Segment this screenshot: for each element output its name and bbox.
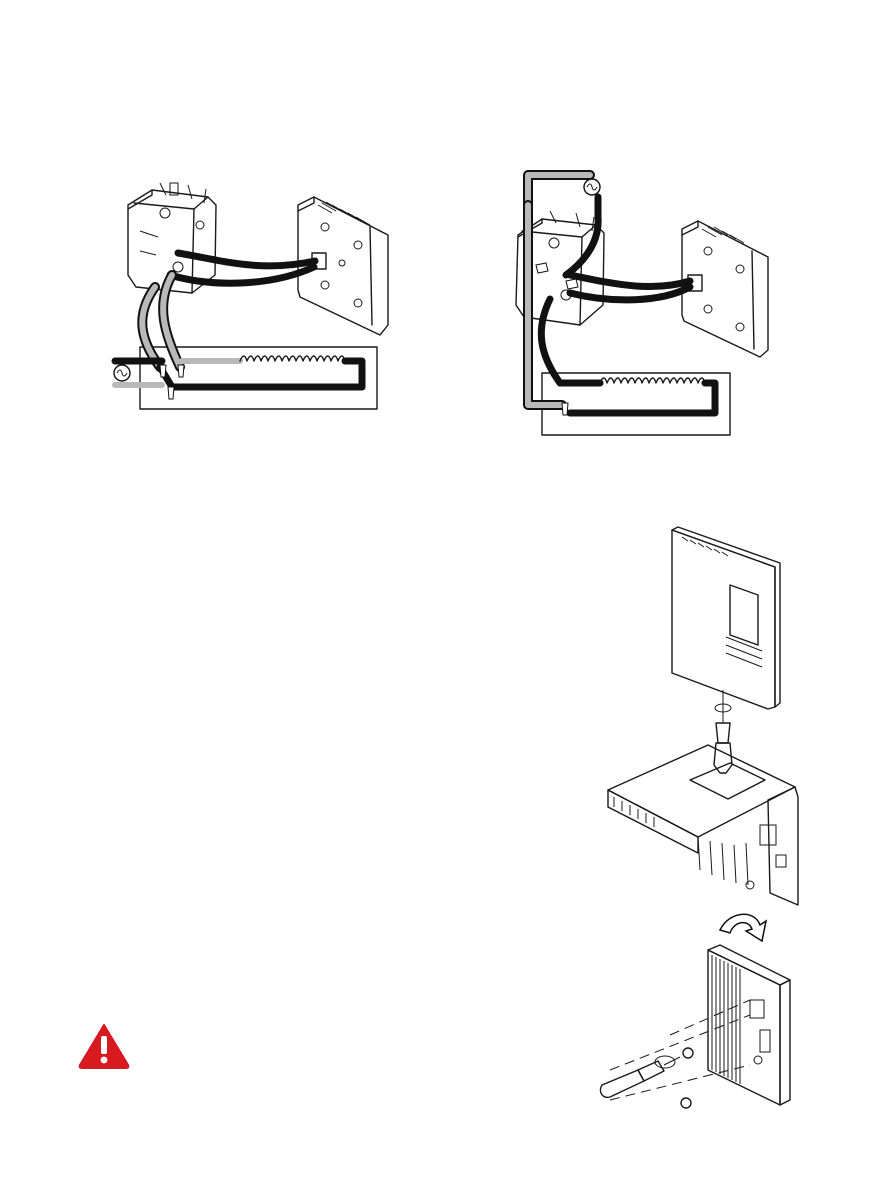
thermostat-wall-base	[708, 945, 790, 1105]
heating-element-coil	[240, 356, 345, 361]
screwdriver-icon	[714, 690, 732, 773]
screwdriver-icon	[600, 1056, 680, 1097]
four-wire-wiring-diagram	[510, 165, 775, 440]
thermostat-front-cover	[672, 527, 780, 709]
warning-triangle-icon	[78, 1023, 130, 1074]
thermostat-base-open	[608, 745, 798, 905]
thermostat-installation-exploded-view	[580, 525, 820, 1115]
heating-element-coil	[600, 378, 705, 383]
two-wire-wiring-diagram	[100, 175, 390, 415]
mounting-screw-icon	[681, 1048, 693, 1108]
rotate-arrow-icon	[720, 914, 766, 941]
thermostat-back-plate	[682, 221, 768, 357]
